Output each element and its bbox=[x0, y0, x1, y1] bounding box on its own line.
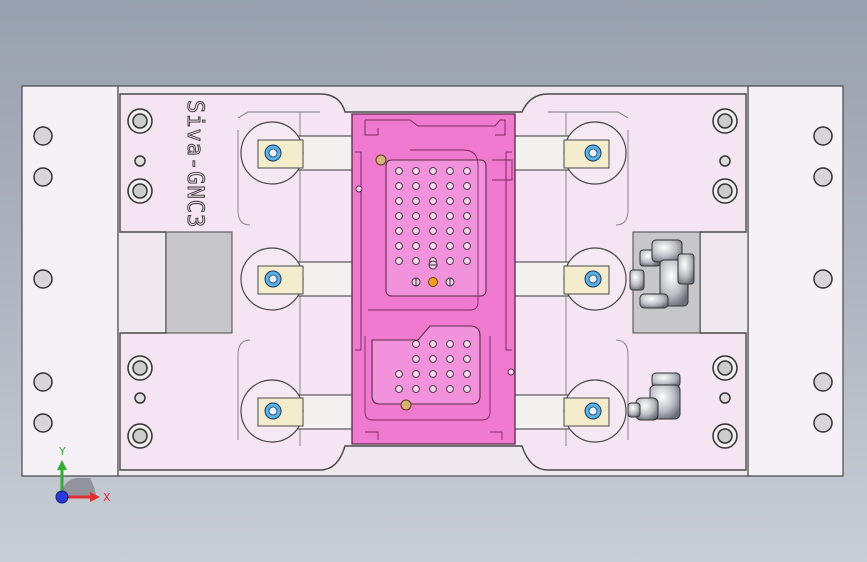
pin-hole bbox=[429, 242, 437, 250]
pin-hole bbox=[395, 370, 403, 378]
pin-hole bbox=[463, 197, 471, 205]
pin-hole bbox=[395, 227, 403, 235]
pin-hole bbox=[446, 242, 454, 250]
pin-hole bbox=[412, 167, 420, 175]
pneumatic-fitting-lower bbox=[627, 372, 681, 421]
pin-hole bbox=[446, 197, 454, 205]
pin-hole bbox=[412, 182, 420, 190]
pin-hole bbox=[429, 355, 437, 363]
pin-hole bbox=[412, 197, 420, 205]
base-mount-holes bbox=[33, 126, 833, 433]
pin-hole bbox=[429, 212, 437, 220]
pin-hole bbox=[446, 385, 454, 393]
pin-hole-grid-lower bbox=[395, 340, 471, 393]
pin-hole bbox=[395, 167, 403, 175]
pin-hole bbox=[446, 227, 454, 235]
pin-hole bbox=[446, 257, 454, 265]
pin-hole bbox=[429, 340, 437, 348]
y-axis-label: Y bbox=[58, 445, 66, 458]
pneumatic-fitting-upper bbox=[629, 239, 695, 309]
pin-hole bbox=[463, 257, 471, 265]
pin-hole bbox=[446, 355, 454, 363]
pin-hole bbox=[463, 227, 471, 235]
pin-hole bbox=[446, 212, 454, 220]
pin-hole bbox=[429, 167, 437, 175]
locating-pins bbox=[411, 260, 455, 287]
pin-hole bbox=[463, 355, 471, 363]
pin-hole bbox=[463, 167, 471, 175]
plate-counterbores bbox=[127, 108, 738, 449]
pin-hole-grid-upper bbox=[395, 167, 471, 265]
clamp-pads bbox=[257, 139, 610, 427]
pin-hole bbox=[463, 340, 471, 348]
pin-hole bbox=[429, 197, 437, 205]
pin-hole bbox=[412, 340, 420, 348]
pin-hole bbox=[412, 370, 420, 378]
pin-hole bbox=[429, 370, 437, 378]
pin-hole bbox=[463, 212, 471, 220]
pin-hole bbox=[446, 182, 454, 190]
pin-hole bbox=[463, 182, 471, 190]
pin-hole bbox=[429, 227, 437, 235]
part-engraving: Siva-GNC3 bbox=[182, 100, 207, 228]
pin-hole bbox=[395, 197, 403, 205]
pin-hole bbox=[412, 212, 420, 220]
pin-hole bbox=[429, 182, 437, 190]
pin-hole bbox=[395, 385, 403, 393]
pin-hole bbox=[446, 340, 454, 348]
pin-hole bbox=[412, 242, 420, 250]
pin-hole bbox=[412, 257, 420, 265]
pin-hole bbox=[446, 370, 454, 378]
pin-hole bbox=[429, 385, 437, 393]
pin-hole bbox=[446, 167, 454, 175]
axis-triad: Y X bbox=[55, 445, 111, 504]
x-axis-label: X bbox=[103, 491, 111, 504]
pin-hole bbox=[395, 257, 403, 265]
pin-hole bbox=[395, 182, 403, 190]
pin-hole bbox=[412, 385, 420, 393]
pin-hole bbox=[395, 212, 403, 220]
pin-hole bbox=[412, 227, 420, 235]
pin-hole bbox=[463, 385, 471, 393]
pin-hole bbox=[463, 242, 471, 250]
pin-hole bbox=[412, 355, 420, 363]
pin-hole bbox=[395, 242, 403, 250]
pin-hole bbox=[463, 370, 471, 378]
